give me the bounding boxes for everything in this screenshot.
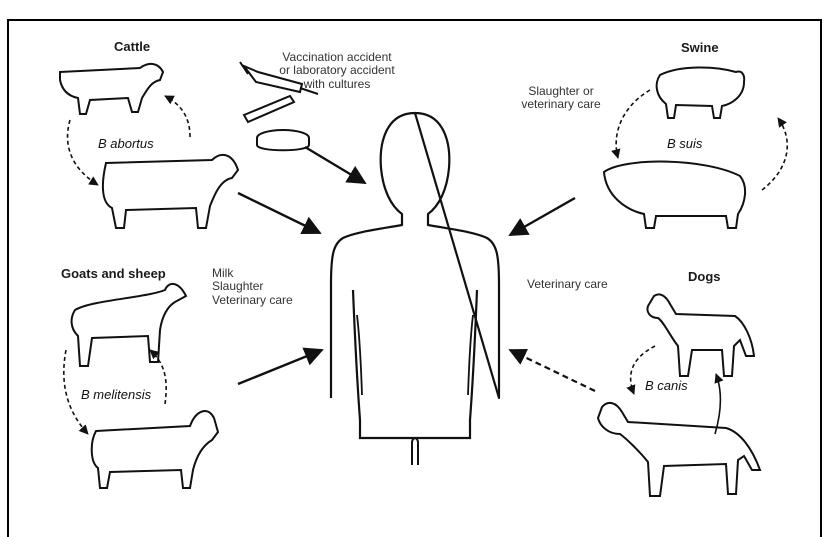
cattle-cycle-arrow-left: [68, 120, 98, 185]
route-label-goats-line2: Slaughter: [212, 280, 322, 293]
cattle-bottom-icon: [103, 155, 238, 228]
culture-dish-icon: [257, 130, 309, 150]
dogs-species-label: B canis: [645, 379, 688, 394]
cattle-species-label: B abortus: [98, 137, 154, 152]
swine-bottom-icon: [604, 162, 745, 228]
human-torso: [353, 290, 477, 438]
arrow-dogs-to-human: [510, 350, 595, 391]
goats-title: Goats and sheep: [61, 267, 166, 282]
arrow-swine-to-human: [510, 198, 575, 235]
cattle-cycle-arrow-right: [165, 96, 190, 137]
pipette-icon: [244, 96, 294, 122]
human-leg-gap: [412, 438, 418, 465]
dogs-title: Dogs: [688, 270, 721, 285]
goats-species-label: B melitensis: [81, 388, 151, 403]
swine-cycle-arrow-right: [762, 118, 787, 190]
route-label-dogs: Veterinary care: [527, 278, 608, 291]
arrow-cattle-to-human: [238, 193, 320, 233]
sheep-icon: [72, 284, 186, 366]
route-label-vaccination-line3: with cultures: [262, 78, 412, 91]
cattle-title: Cattle: [114, 40, 150, 55]
swine-species-label: B suis: [667, 137, 702, 152]
route-label-vaccination-line1: Vaccination accident: [262, 51, 412, 64]
swine-cycle-arrow-left: [616, 90, 650, 158]
dog-bottom-icon: [598, 403, 760, 496]
route-label-swine-line1: Slaughter or: [506, 85, 616, 98]
route-label-swine-line2: veterinary care: [506, 98, 616, 111]
route-label-swine: Slaughter or veterinary care: [506, 85, 616, 112]
route-label-vaccination: Vaccination accident or laboratory accid…: [262, 51, 412, 91]
swine-top-icon: [657, 67, 745, 118]
swine-title: Swine: [681, 41, 719, 56]
route-label-goats-line3: Veterinary care: [212, 294, 322, 307]
route-label-goats-line1: Milk: [212, 267, 322, 280]
route-label-goats: Milk Slaughter Veterinary care: [212, 267, 322, 307]
cattle-top-icon: [60, 64, 163, 114]
goat-icon: [92, 411, 218, 488]
route-label-vaccination-line2: or laboratory accident: [262, 64, 412, 77]
arrow-lab-to-human: [305, 147, 365, 183]
arrow-goats-to-human: [238, 350, 322, 384]
dogs-cycle-arrow-right: [715, 374, 720, 434]
dog-top-icon: [647, 294, 754, 376]
